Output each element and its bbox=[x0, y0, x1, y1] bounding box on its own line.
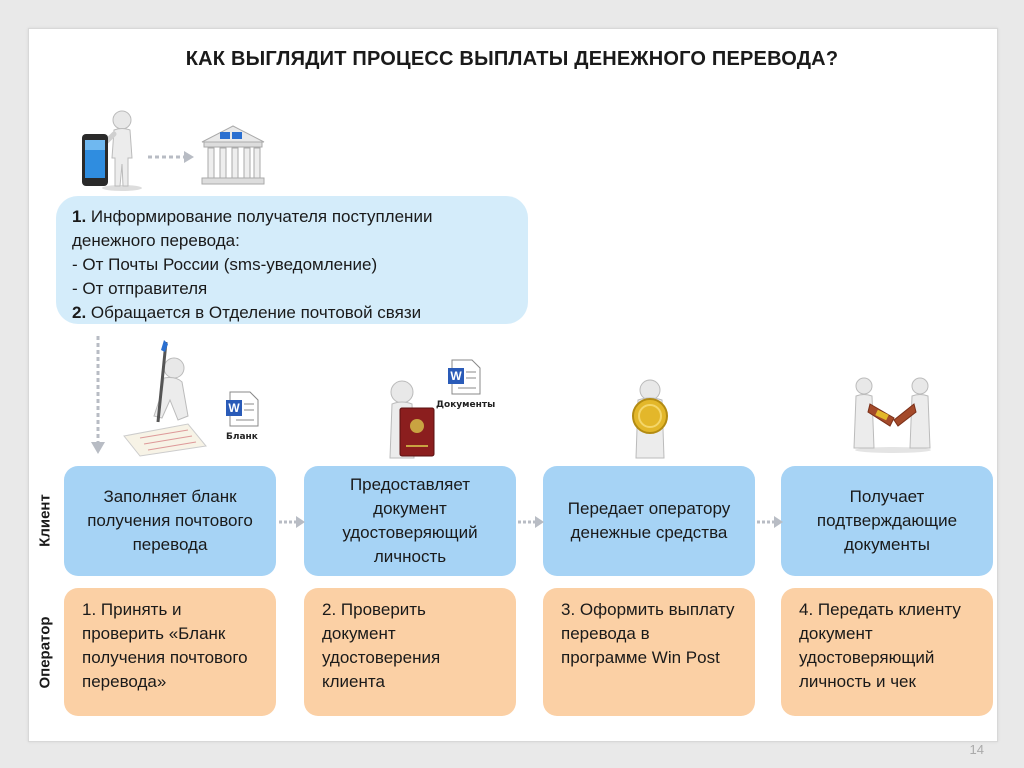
operator-step-4: 4. Передать клиенту документ удостоверяю… bbox=[781, 588, 993, 716]
info-step1-text: Информирование получателя поступлении bbox=[86, 207, 433, 226]
lane-label-client: Клиент bbox=[36, 494, 54, 547]
arrow-step1-to-step2 bbox=[279, 516, 305, 528]
info-line4: - От отправителя bbox=[72, 279, 208, 298]
lane-label-operator: Оператор bbox=[36, 616, 54, 689]
word-document-icon: W bbox=[226, 391, 259, 427]
slide-title: КАК ВЫГЛЯДИТ ПРОЦЕСС ВЫПЛАТЫ ДЕНЕЖНОГО П… bbox=[185, 48, 839, 70]
page-number: 14 bbox=[969, 742, 984, 757]
arrow-step3-to-step4 bbox=[757, 516, 783, 528]
info-line3: - От Почты России (sms-уведомление) bbox=[72, 255, 378, 274]
operator-step-2: 2. Проверить документ удостоверения клие… bbox=[304, 588, 516, 716]
info-step2-number: 2. bbox=[72, 303, 87, 322]
phone-person-icon bbox=[82, 110, 142, 191]
arrow-phone-to-bank bbox=[148, 151, 194, 163]
info-line2: денежного перевода: bbox=[72, 231, 240, 250]
client-step-1: Заполняет бланк получения почтового пере… bbox=[64, 466, 276, 576]
arrow-step2-to-step3 bbox=[518, 516, 544, 528]
bank-building-icon bbox=[201, 125, 265, 185]
person-writing-form-icon bbox=[123, 340, 207, 457]
word-document-icon: W bbox=[448, 359, 481, 395]
client-step-3: Передает оператору денежные средства bbox=[543, 466, 755, 576]
documents-label: Документы bbox=[436, 400, 496, 410]
blank-label: Бланк bbox=[226, 432, 258, 442]
client-step-2: Предоставляет документ удостоверяющий ли… bbox=[304, 466, 516, 576]
svg-text:W: W bbox=[228, 401, 240, 415]
person-passport-icon bbox=[389, 380, 435, 459]
client-step-4: Получает подтверждающие документы bbox=[781, 466, 993, 576]
info-box: 1. Информирование получателя поступлении… bbox=[56, 196, 528, 324]
svg-text:W: W bbox=[450, 369, 462, 383]
person-coin-icon bbox=[632, 379, 668, 459]
info-step2-text: Обращается в Отделение почтовой связи bbox=[86, 303, 422, 322]
operator-step-1: 1. Принять и проверить «Бланк получения … bbox=[64, 588, 276, 716]
people-exchange-icon bbox=[853, 377, 931, 453]
operator-step-3: 3. Оформить выплату перевода в программе… bbox=[543, 588, 755, 716]
info-step1-number: 1. bbox=[72, 207, 87, 226]
arrow-down-to-client bbox=[91, 336, 105, 454]
